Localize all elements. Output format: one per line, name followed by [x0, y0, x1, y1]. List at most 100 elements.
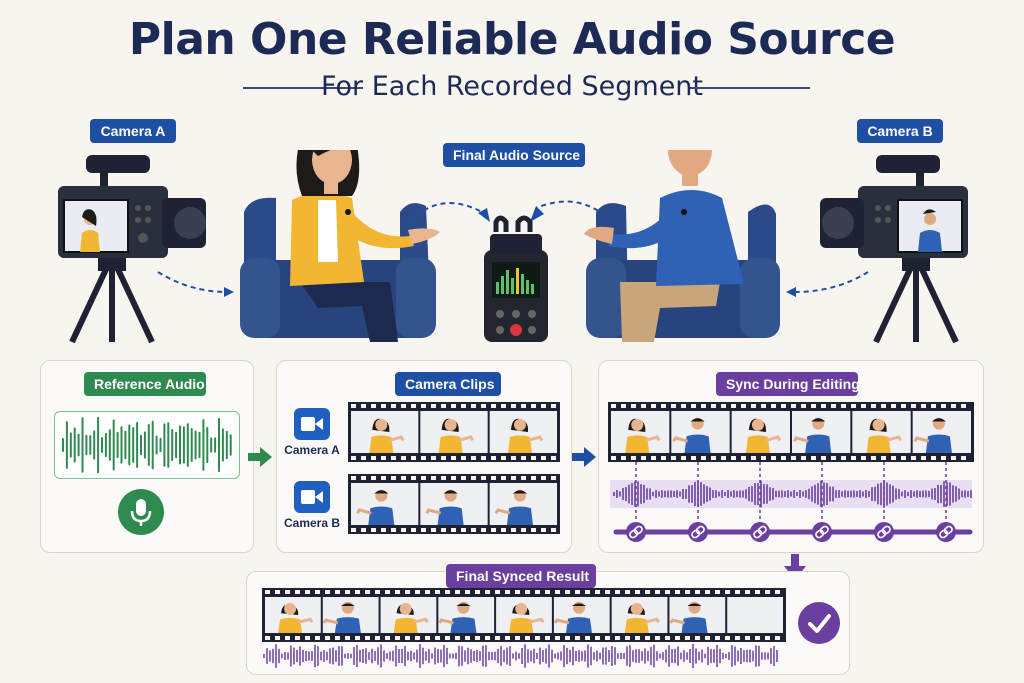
recording-scene	[58, 150, 968, 344]
arrow-icon	[572, 447, 596, 467]
sprocket-hole	[891, 456, 896, 460]
sprocket-hole	[501, 476, 506, 480]
sprocket-hole	[901, 404, 906, 408]
frame-bg	[727, 597, 783, 633]
sprocket-hole	[931, 456, 936, 460]
body	[745, 435, 770, 453]
head	[444, 418, 457, 431]
sprocket-hole	[381, 456, 386, 460]
sprocket-hole	[475, 636, 480, 640]
sprocket-hole	[511, 476, 516, 480]
sprocket-hole	[841, 456, 846, 460]
sprocket-hole	[775, 636, 780, 640]
film-frame	[669, 597, 726, 633]
sprocket-hole	[861, 456, 866, 460]
film-frame	[489, 411, 557, 453]
hand	[297, 617, 314, 624]
hair	[687, 603, 702, 606]
sprocket-hole	[461, 456, 466, 460]
sprocket-hole	[451, 476, 456, 480]
sprocket-hole	[645, 636, 650, 640]
hand	[644, 435, 661, 442]
sprocket-hole	[371, 476, 376, 480]
sprocket-hole	[545, 636, 550, 640]
link-icon	[936, 522, 956, 542]
sprocket-hole	[521, 456, 526, 460]
sprocket-hole	[365, 590, 370, 594]
hand	[669, 618, 685, 625]
sprocket-hole	[451, 404, 456, 408]
sprocket-hole	[891, 404, 896, 408]
sprocket-hole	[531, 528, 536, 532]
sprocket-hole	[881, 456, 886, 460]
hair	[571, 603, 586, 606]
film-frame	[420, 411, 488, 453]
body	[450, 617, 477, 633]
body	[509, 617, 534, 633]
camera-b-illustration	[820, 155, 968, 344]
sprocket-hole	[445, 590, 450, 594]
subtitle-divider-right	[690, 87, 810, 89]
sprocket-hole	[401, 404, 406, 408]
head	[375, 418, 388, 431]
sprocket-hole	[381, 404, 386, 408]
sprocket-hole	[411, 476, 416, 480]
sprocket-hole	[511, 528, 516, 532]
film-frame	[496, 597, 552, 633]
sprocket-hole	[481, 456, 486, 460]
sprocket-hole	[425, 636, 430, 640]
sprocket-hole	[671, 404, 676, 408]
sprocket-hole	[501, 456, 506, 460]
head	[513, 418, 526, 431]
sprocket-hole	[421, 404, 426, 408]
sprocket-hole	[675, 590, 680, 594]
body	[368, 506, 395, 525]
sprocket-hole	[431, 404, 436, 408]
hand	[913, 436, 930, 443]
sprocket-hole	[335, 590, 340, 594]
sprocket-hole	[371, 404, 376, 408]
sprocket-hole	[521, 476, 526, 480]
sprocket-hole	[575, 636, 580, 640]
sprocket-hole	[565, 636, 570, 640]
body	[278, 617, 303, 633]
sprocket-hole	[735, 590, 740, 594]
sprocket-hole	[415, 590, 420, 594]
sprocket-hole	[791, 404, 796, 408]
sprocket-hole	[851, 456, 856, 460]
sprocket-hole	[345, 636, 350, 640]
sprocket-hole	[371, 528, 376, 532]
sprocket-hole	[465, 590, 470, 594]
camera-b-filmstrip	[348, 474, 560, 534]
sprocket-hole	[351, 476, 356, 480]
sprocket-hole	[491, 476, 496, 480]
sprocket-hole	[491, 404, 496, 408]
sprocket-hole	[401, 528, 406, 532]
sprocket-hole	[821, 456, 826, 460]
sync-during-editing-label: Sync During Editing	[716, 372, 860, 396]
sprocket-hole	[641, 456, 646, 460]
sprocket-hole	[481, 476, 486, 480]
sprocket-hole	[755, 636, 760, 640]
sprocket-hole	[355, 590, 360, 594]
sprocket-hole	[481, 404, 486, 408]
sprocket-hole	[781, 456, 786, 460]
sprocket-hole	[265, 636, 270, 640]
sprocket-hole	[461, 404, 466, 408]
sprocket-hole	[811, 404, 816, 408]
sprocket-hole	[551, 404, 556, 408]
sprocket-hole	[465, 636, 470, 640]
hand	[886, 435, 902, 442]
sprocket-hole	[411, 456, 416, 460]
sprocket-hole	[575, 590, 580, 594]
sprocket-hole	[941, 404, 946, 408]
hand	[458, 435, 474, 442]
head	[751, 418, 764, 431]
sprocket-hole	[781, 404, 786, 408]
sprocket-hole	[555, 636, 560, 640]
sprocket-hole	[391, 456, 396, 460]
hand	[644, 617, 660, 624]
sprocket-hole	[645, 590, 650, 594]
sprocket-hole	[605, 590, 610, 594]
sprocket-hole	[725, 590, 730, 594]
